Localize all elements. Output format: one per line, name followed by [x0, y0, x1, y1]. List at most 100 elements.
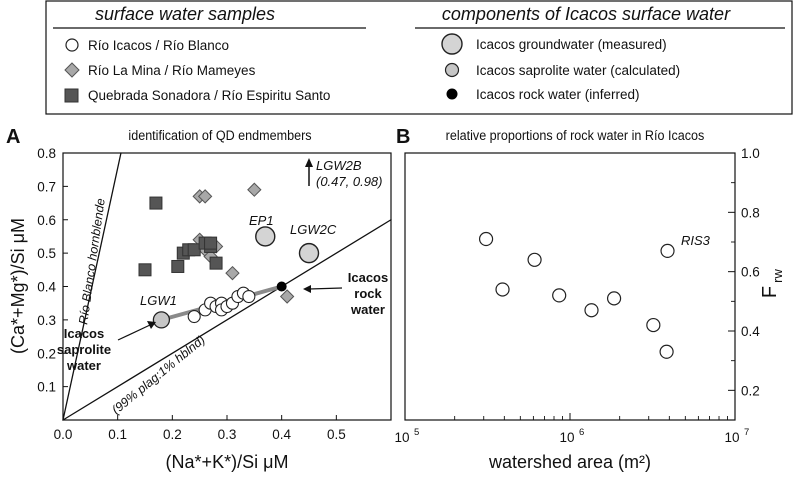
panel-a-lgw1-label: LGW1	[140, 293, 177, 308]
panel-a-point-la-mina	[247, 182, 262, 197]
panel-b-ytick-label: 0.6	[741, 265, 760, 280]
panel-a-point-la-mina	[225, 265, 240, 281]
panel-a-xtick-label: 0.3	[218, 427, 237, 442]
panel-a-point-sonadora	[209, 256, 223, 270]
panel-a-point-sonadora	[171, 259, 185, 273]
panel-b-title: relative proportions of rock water in Rí…	[446, 127, 705, 143]
panel-b-ytick-label: 0.8	[741, 205, 760, 220]
panel-a-reference-line	[62, 219, 392, 421]
panel-a-ytick-label: 0.1	[37, 380, 56, 395]
legend-left-header: surface water samples	[95, 4, 275, 24]
panel-b-xtick-label: 10	[394, 430, 409, 445]
panel-a-xtick-label: 0.0	[54, 427, 73, 442]
panel-b-point	[584, 303, 599, 318]
panel-a-point-rock-water	[276, 281, 287, 292]
panel-a-lgw2c-label: LGW2C	[290, 222, 337, 237]
panel-a-point-sonadora	[204, 236, 218, 250]
panel-a-rock-water-arrowhead	[303, 285, 311, 293]
panel-a-rock-water-label-1: Icacos	[348, 270, 388, 285]
panel-a-point-saprolite	[152, 311, 171, 329]
legend-label-rio-la-mina: Río La Mina / Río Mameyes	[88, 63, 256, 78]
panel-a-point-icacos	[242, 289, 256, 304]
panel-a-ytick-label: 0.4	[37, 280, 56, 295]
panel-a-ylabel: (Ca*+Mg*)/Si μM	[8, 218, 28, 354]
panel-a-ytick-label: 0.2	[37, 346, 56, 361]
legend-label-quebrada-sonadora: Quebrada Sonadora / Río Espiritu Santo	[88, 88, 330, 103]
legend-marker-saprolite	[444, 62, 460, 78]
panel-b-ylabel-sub: rw	[770, 269, 785, 283]
panel-b-xtick-label: 10	[559, 430, 574, 445]
panel-a-point-groundwater	[298, 242, 320, 264]
panel-a-ytick-label: 0.5	[37, 246, 56, 261]
panel-b-ytick-label: 1.0	[741, 146, 760, 161]
legend-marker-rock-water	[446, 88, 458, 100]
legend-label-groundwater: Icacos groundwater (measured)	[476, 37, 667, 52]
panel-a-rock-water-label-3: water	[350, 302, 385, 317]
panel-b-point	[646, 317, 661, 333]
panel-a-ytick-label: 0.8	[37, 146, 56, 161]
legend-right-header: components of Icacos surface water	[442, 4, 731, 24]
legend-label-rock-water: Icacos rock water (inferred)	[476, 87, 640, 102]
legend: surface water samples components of Icac…	[45, 0, 793, 115]
panel-a-point-sonadora	[187, 243, 201, 257]
legend-box	[45, 0, 793, 115]
panel-a-rock-water-arrow	[308, 287, 343, 290]
panel-a-xtick-label: 0.5	[327, 427, 346, 442]
panel-b: B relative proportions of rock water in …	[394, 126, 785, 472]
panel-a-saprolite-arrow	[117, 324, 151, 341]
legend-marker-quebrada-sonadora	[64, 88, 79, 103]
panel-b-plot-frame	[404, 152, 736, 421]
panel-b-xtick-label-exponent: 6	[579, 427, 584, 438]
panel-a-lgw2b-coords: (0.47, 0.98)	[316, 174, 383, 189]
panel-a-reference-line	[62, 152, 122, 421]
panel-a-title: identification of QD endmembers	[128, 127, 312, 143]
panel-a-point-sonadora	[149, 196, 163, 210]
panel-a-point-la-mina	[197, 189, 213, 204]
legend-marker-groundwater	[441, 33, 463, 55]
panel-a: A identification of QD endmembers 0.0 0.1…	[6, 126, 392, 472]
panel-a-point-icacos	[187, 309, 201, 324]
panel-b-ylabel-main: F	[759, 286, 781, 298]
panel-b-point	[478, 231, 494, 247]
panel-b-point	[552, 288, 567, 303]
panel-a-saprolite-label-2: saprolite	[57, 342, 111, 357]
panel-a-ytick-label: 0.3	[37, 313, 56, 328]
panel-a-saprolite-label-3: water	[66, 358, 101, 373]
panel-b-ticks: 10 5 10 6 10 7 0.2 0.4 0.6 0.8 1.0	[394, 146, 760, 445]
panel-a-ytick-label: 0.7	[37, 179, 56, 194]
panel-a-lgw2b-arrowhead	[305, 158, 313, 167]
panel-b-xtick-label: 10	[724, 430, 739, 445]
panel-b-point	[660, 243, 675, 258]
panel-a-saprolite-arrowhead	[147, 321, 156, 329]
panel-b-point	[527, 252, 542, 267]
panel-b-point	[606, 291, 622, 306]
panel-a-saprolite-label-1: Icacos	[64, 326, 104, 341]
panel-b-xtick-label-exponent: 5	[414, 427, 419, 438]
panel-a-ytick-label: 0.6	[37, 213, 56, 228]
panel-b-ytick-label: 0.2	[741, 383, 760, 398]
legend-marker-rio-la-mina	[64, 62, 80, 78]
panel-b-point	[495, 282, 510, 297]
panel-a-xtick-label: 0.1	[108, 427, 127, 442]
panel-a-point-sonadora	[138, 263, 152, 277]
legend-label-saprolite: Icacos saprolite water (calculated)	[476, 63, 680, 78]
panel-a-ep1-label: EP1	[249, 213, 274, 228]
panel-b-xtick-label-exponent: 7	[744, 427, 749, 438]
panel-a-points	[138, 182, 320, 329]
panel-a-letter: A	[6, 126, 20, 148]
panel-a-rock-water-label-2: rock	[354, 286, 382, 301]
panel-b-points	[478, 231, 675, 359]
panel-a-lgw2b-label: LGW2B	[316, 158, 362, 173]
panel-a-point-groundwater	[255, 226, 276, 247]
panel-a-reference-lines	[62, 152, 392, 421]
panel-b-ris3-label: RIS3	[681, 233, 711, 248]
panel-a-hornblende-label: Río Blanco hornblende	[76, 197, 108, 325]
panel-b-ytick-label: 0.4	[741, 324, 760, 339]
panel-a-xtick-label: 0.2	[163, 427, 182, 442]
panel-a-point-la-mina	[279, 289, 295, 304]
panel-a-plag-label: (99% plag:1% hblnd)	[109, 333, 208, 417]
panel-b-ylabel: F rw	[759, 269, 785, 299]
panel-a-xlabel: (Na*+K*)/Si μM	[166, 452, 289, 472]
